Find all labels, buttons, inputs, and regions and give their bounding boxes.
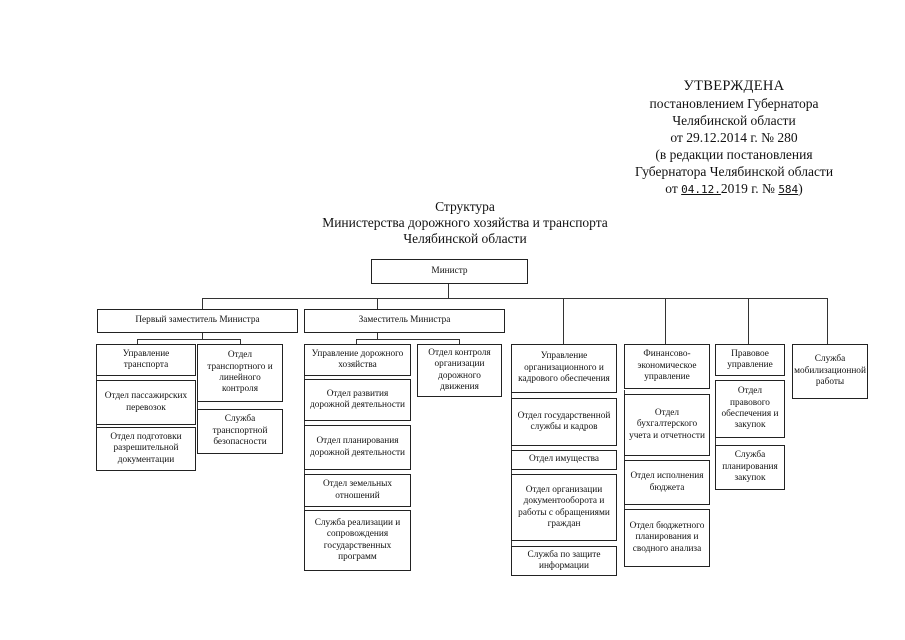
connector-traffic-control [459,339,460,344]
info-protection-service-box: Служба по защите информации [511,546,617,576]
connector-road-dept [356,339,357,344]
docflow-div-box: Отдел организации документооборота и раб… [511,474,617,541]
connector-org-hr-side [511,380,512,560]
connector-first-deputy-bus [137,339,241,340]
property-div-box: Отдел имущества [511,450,617,470]
approval-block: УТВЕРЖДЕНА постановлением Губернатора Че… [600,78,868,198]
connector-org-hr [563,298,564,344]
approval-line-4: (в редакции постановления [655,147,813,162]
finance-dept-box: Финансово-экономическое управление [624,344,710,389]
first-deputy-box: Первый заместитель Министра [97,309,298,333]
legal-dept-box: Правовое управление [715,344,785,376]
road-dev-div-box: Отдел развития дорожной деятельности [304,379,411,421]
transport-control-div-box: Отдел транспортного и линейного контроля [197,344,283,402]
title-line-1: Структура [435,199,495,214]
title-line-2: Министерства дорожного хозяйства и транс… [322,215,608,230]
approval-line-5: Губернатора Челябинской области [634,164,834,179]
accounting-div-box: Отдел бухгалтерского учета и отчетности [624,394,710,456]
org-hr-dept-box: Управление организационного и кадрового … [511,344,617,393]
approval-date-year: 2019 г. № [720,181,775,196]
minister-box: Министр [371,259,528,284]
approval-line-1: постановлением Губернатора [649,96,819,111]
approval-line-6: от 04.12.2019 г. № 584) [600,180,868,198]
connector-top-bus [202,298,827,299]
connector-first-deputy [202,298,203,309]
connector-legal [748,298,749,344]
connector-minister-down [448,283,449,298]
road-planning-div-box: Отдел планирования дорожной деятельности [304,425,411,470]
deputy-box: Заместитель Министра [304,309,505,333]
road-dept-box: Управление дорожного хозяйства [304,344,411,376]
connector-finance [665,298,666,344]
transport-security-service-box: Служба транспортной безопасности [197,409,283,454]
civil-service-div-box: Отдел государственной службы и кадров [511,398,617,446]
land-div-box: Отдел земельных отношений [304,474,411,507]
permits-div-box: Отдел подготовки разрешительной документ… [96,427,196,471]
procurement-planning-service-box: Служба планирования закупок [715,445,785,490]
connector-transport-dept [137,339,138,344]
legal-support-div-box: Отдел правового обеспечения и закупок [715,380,785,438]
budget-planning-div-box: Отдел бюджетного планирования и сводного… [624,509,710,567]
approval-date-prefix: от [665,181,678,196]
connector-first-deputy-down [202,332,203,339]
title-line-3: Челябинской области [403,231,527,246]
passenger-div-box: Отдел пассажирских перевозок [96,380,196,425]
approval-number-value: 584 [778,183,799,196]
approval-line-3: от 29.12.2014 г. № 280 [670,130,798,145]
connector-mobilization [827,298,828,344]
programs-service-box: Служба реализации и сопровождения госуда… [304,510,411,571]
connector-transport-control [240,339,241,344]
diagram-title: Структура Министерства дорожного хозяйст… [250,199,680,247]
connector-deputy [377,298,378,309]
traffic-control-div-box: Отдел контроля организации дорожного дви… [417,344,502,397]
mobilization-service-box: Служба мобилизационной работы [792,344,868,399]
transport-dept-box: Управление транспорта [96,344,196,376]
approval-line-2: Челябинской области [672,113,796,128]
budget-exec-div-box: Отдел исполнения бюджета [624,460,710,505]
approval-heading: УТВЕРЖДЕНА [683,78,785,94]
connector-deputy-bus [356,339,460,340]
connector-deputy-down [377,332,378,339]
approval-date-value: 04.12. [681,183,721,196]
approval-date-suffix: ) [798,181,803,196]
